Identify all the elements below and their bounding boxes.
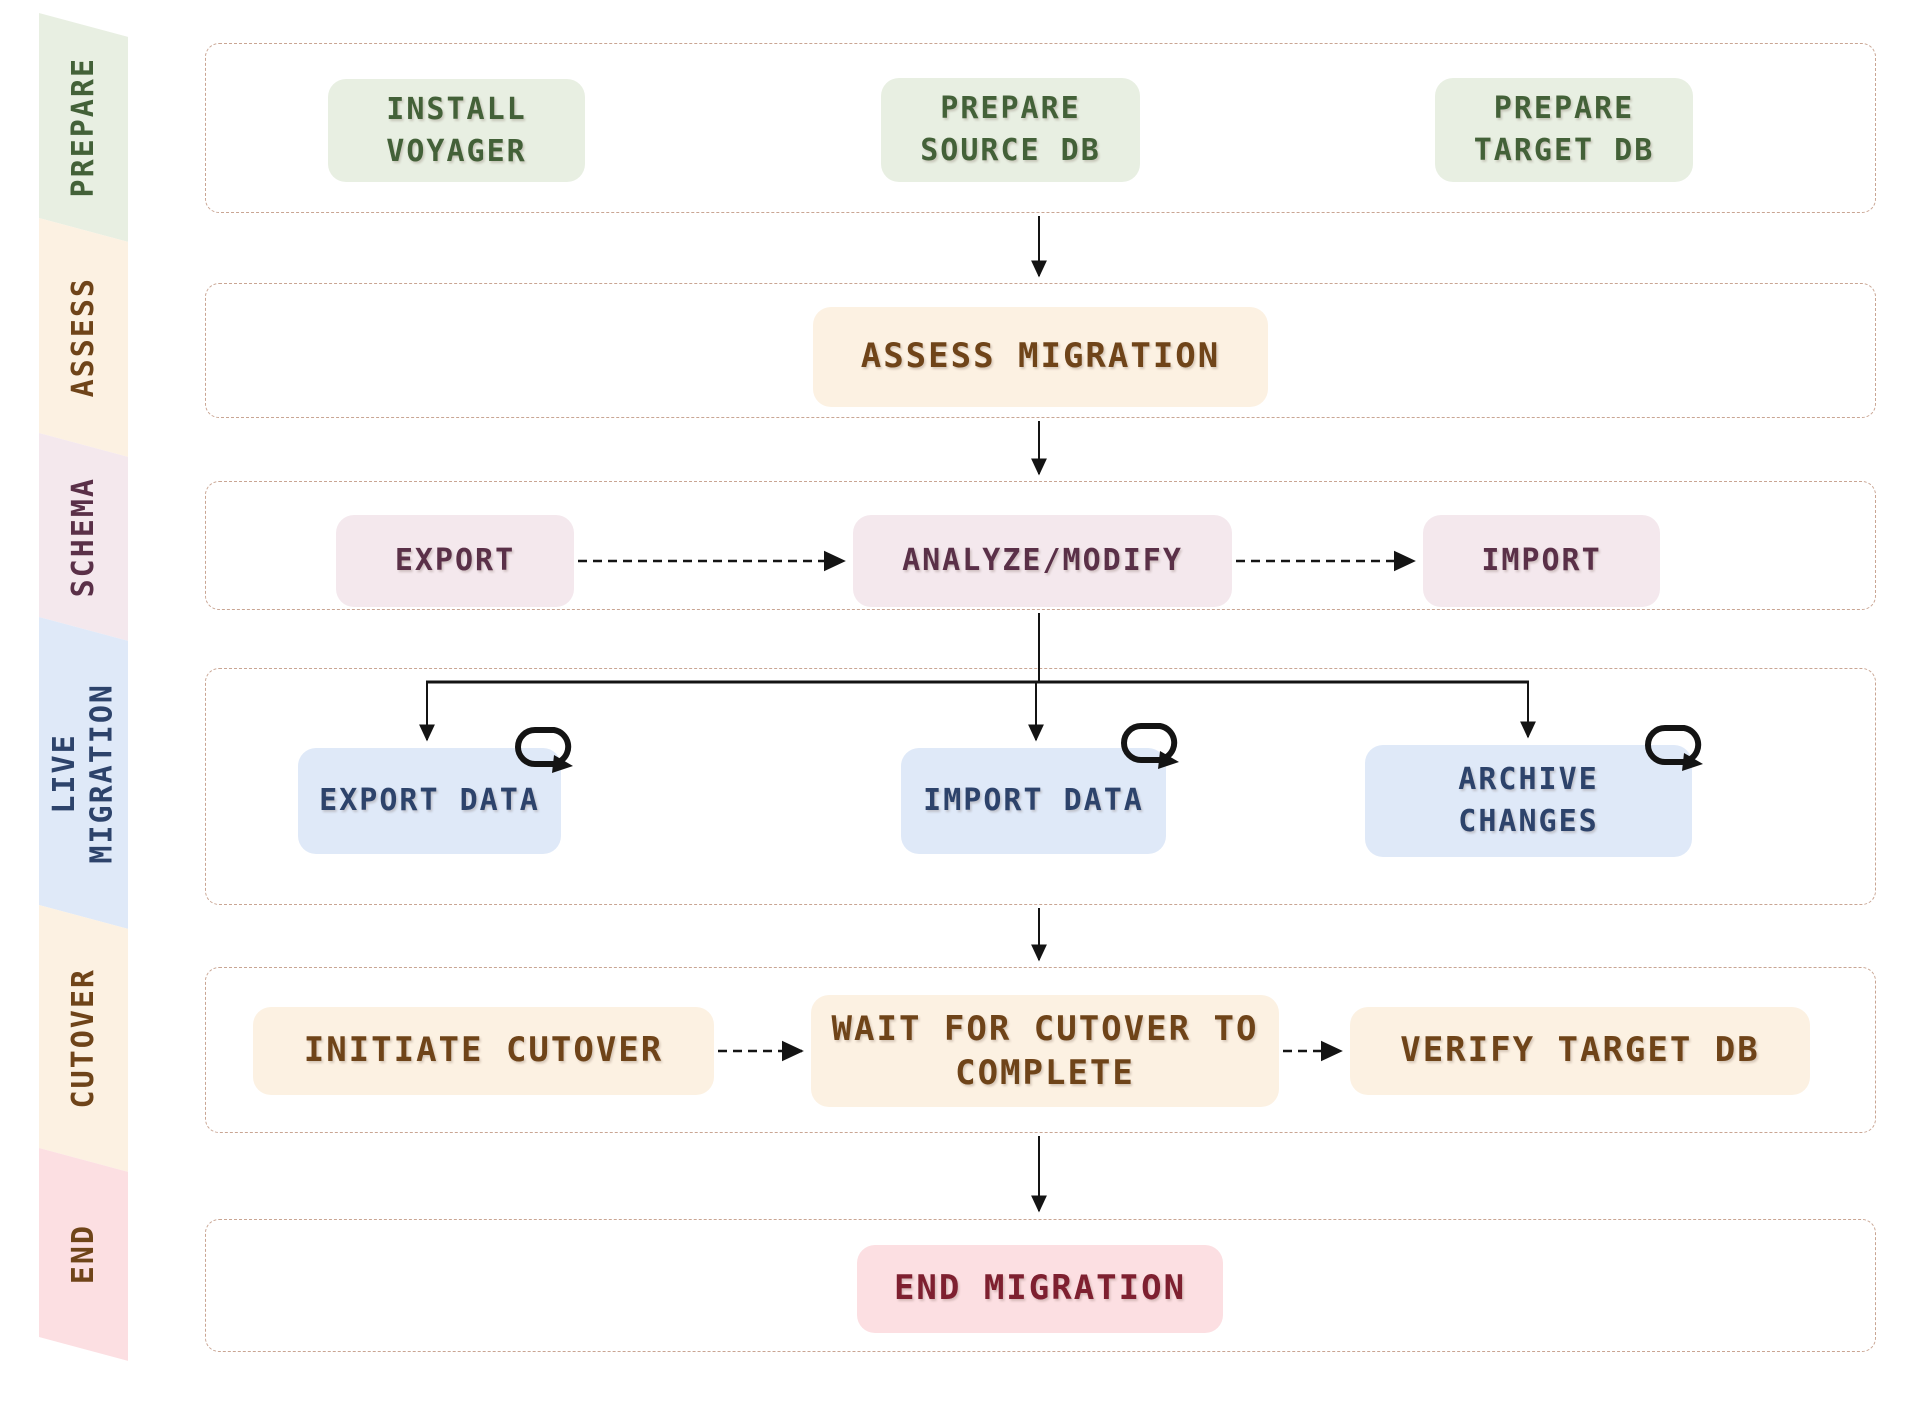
node-export-data: EXPORT DATA [298,748,561,854]
node-prepare-source-db: PREPARE SOURCE DB [881,78,1140,182]
node-import-schema: IMPORT [1423,515,1660,607]
node-export-schema: EXPORT [336,515,574,607]
row-live-migration [205,668,1876,905]
node-import-data: IMPORT DATA [901,748,1166,854]
repeat-icon [515,727,573,773]
node-wait-for-cutover: WAIT FOR CUTOVER TO COMPLETE [811,995,1279,1107]
row-schema [205,481,1876,610]
row-cutover [205,967,1876,1133]
node-assess-migration: ASSESS MIGRATION [813,307,1268,407]
lane-label-end: END [39,1160,128,1349]
repeat-icon [1121,723,1179,769]
lane-label-assess: ASSESS [39,230,128,445]
lane-label-text: CUTOVER [65,968,101,1109]
repeat-icon [1645,725,1703,771]
node-analyze-modify: ANALYZE/MODIFY [853,515,1232,607]
lane-label-text: END [65,1224,101,1285]
node-end-migration: END MIGRATION [857,1245,1223,1333]
lane-label-prepare: PREPARE [39,25,128,230]
lane-label-cutover: CUTOVER [39,917,128,1160]
lane-label-schema: SCHEMA [39,445,128,629]
row-end [205,1219,1876,1352]
lane-label-text: ASSESS [65,277,101,398]
row-assess [205,283,1876,418]
node-archive-changes: ARCHIVE CHANGES [1365,745,1692,857]
lane-label-text: SCHEMA [65,476,101,598]
node-initiate-cutover: INITIATE CUTOVER [253,1007,714,1095]
node-prepare-target-db: PREPARE TARGET DB [1435,78,1693,182]
node-install-voyager: INSTALL VOYAGER [328,79,585,182]
lane-label-text: PREPARE [65,57,101,198]
node-verify-target-db: VERIFY TARGET DB [1350,1007,1810,1095]
row-prepare [205,43,1876,213]
